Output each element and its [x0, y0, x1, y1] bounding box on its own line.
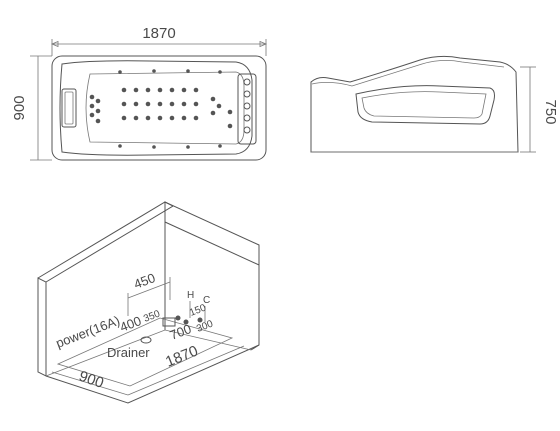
tub-outer-rim [51, 55, 267, 161]
label-350: 350 [142, 308, 162, 324]
side-view: 750 [310, 55, 559, 153]
headrest-pillow [61, 88, 77, 128]
label-450: 450 [132, 270, 158, 292]
floor-outline [45, 344, 260, 404]
drain-icon [140, 336, 152, 344]
length-dimension [50, 39, 268, 56]
height-dimension [520, 66, 536, 153]
label-400: 400 [118, 313, 144, 335]
depth-label: 900 [77, 368, 106, 392]
side-window-inner [361, 91, 487, 119]
back-wall [164, 201, 260, 266]
headrest-pillow-inner [64, 91, 74, 125]
control-panel [237, 73, 257, 145]
dim-450 [127, 277, 171, 316]
side-top-edge [311, 60, 505, 87]
length-label: 1870 [142, 25, 175, 42]
label-hot: H [187, 290, 194, 301]
width-label: 900 [11, 95, 28, 120]
side-window [355, 85, 495, 125]
drainer-label: Drainer [107, 345, 150, 360]
tub-basin-inner-line [85, 71, 245, 145]
side-profile-outline [310, 55, 519, 153]
label-cold: C [203, 295, 210, 306]
height-label: 750 [542, 99, 559, 124]
label-700: 700 [168, 321, 194, 343]
panel-buttons [227, 78, 251, 134]
top-view: 1870 900 [11, 25, 268, 161]
tub-inner-basin [59, 60, 253, 156]
jet-grid [89, 69, 222, 149]
width-dimension [30, 55, 52, 161]
water-inlets [162, 315, 203, 327]
tub-footprint [56, 317, 234, 387]
installation-view: 450 H C 150 400 350 700 300 power(16A) D… [37, 201, 260, 404]
left-wall [37, 277, 47, 377]
